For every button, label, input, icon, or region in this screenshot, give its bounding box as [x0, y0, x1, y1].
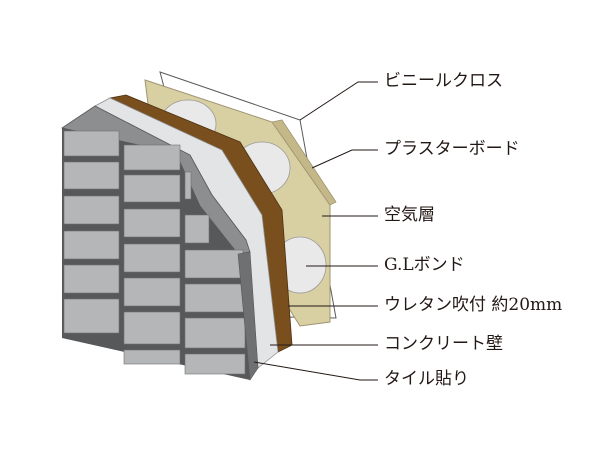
tile — [184, 317, 246, 349]
label-gl-bond: G.Lボンド — [384, 255, 465, 275]
label-air-layer: 空気層 — [384, 205, 435, 225]
plasterboard-edge — [271, 119, 337, 206]
tile — [184, 283, 246, 313]
tile — [184, 214, 210, 244]
tile — [63, 130, 120, 157]
label-tile-finish: タイル貼り — [384, 369, 469, 389]
tile — [63, 195, 120, 225]
tile-side-edge — [237, 251, 259, 381]
tile — [123, 349, 181, 365]
leader-tile — [253, 361, 378, 381]
tile — [63, 264, 120, 294]
tile — [123, 311, 181, 345]
leader-plasterboard — [311, 149, 378, 169]
tile — [184, 353, 246, 375]
tile-grid — [63, 130, 246, 375]
tile — [123, 277, 181, 307]
label-concrete-wall: コンクリート壁 — [384, 334, 503, 354]
tile — [184, 171, 192, 200]
tile — [123, 174, 181, 203]
tile — [63, 161, 120, 190]
tile — [123, 243, 181, 273]
label-plasterboard: プラスターボード — [384, 139, 520, 159]
label-vinyl-cloth: ビニールクロス — [384, 71, 503, 91]
tile — [184, 249, 244, 279]
tile — [123, 144, 181, 171]
label-urethane-foam: ウレタン吹付 約20mm — [384, 295, 563, 315]
leader-lines — [253, 81, 378, 381]
leader-vinyl-cloth — [299, 81, 378, 121]
tile — [123, 208, 181, 238]
tile — [63, 298, 120, 334]
tile — [63, 230, 120, 260]
